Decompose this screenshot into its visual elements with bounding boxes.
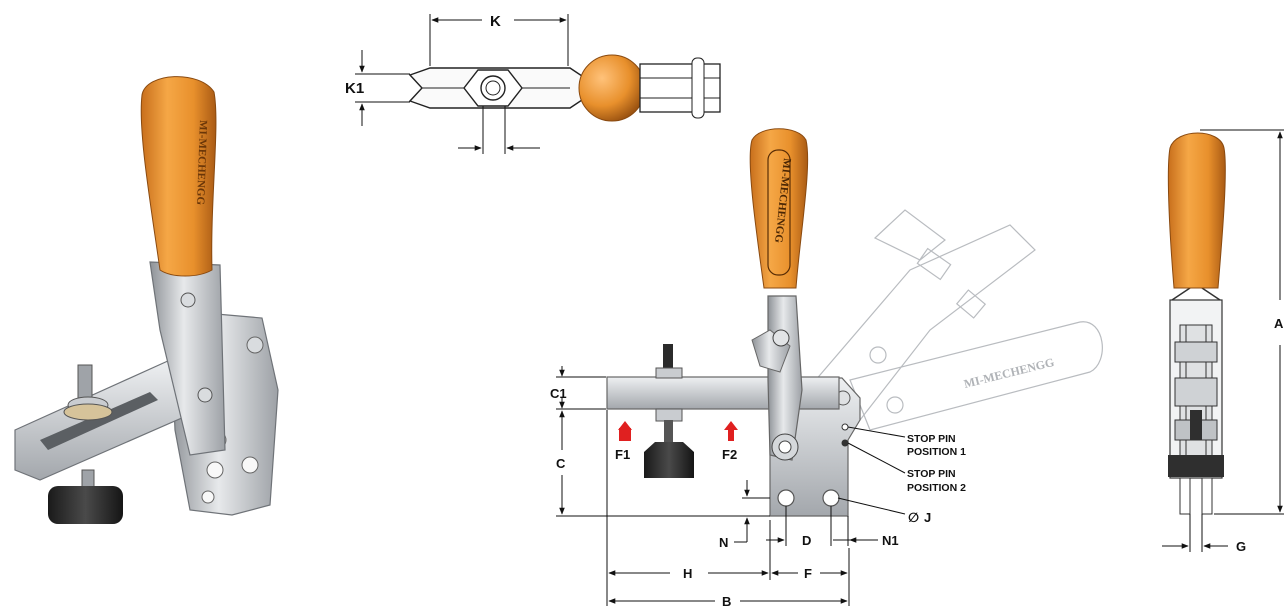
stop-pin-2-text: STOP PIN (907, 468, 956, 480)
side-view-clamp-arm (606, 376, 840, 410)
iso-base-hole (206, 461, 224, 479)
side-view-pivot (772, 329, 790, 347)
side-view-spindle-top (663, 344, 673, 376)
side-view-rubber-tip (644, 442, 694, 478)
dim-n-label: N (719, 535, 728, 550)
iso-base-hole (241, 456, 259, 474)
front-view-leg (1201, 477, 1213, 515)
side-view-open-position-ghost (789, 209, 1103, 431)
top-view-spindle-inner (485, 80, 501, 96)
dim-n1-label: N1 (882, 533, 899, 548)
stop-pin-1-text: POSITION 1 (907, 446, 966, 458)
dim-k1-label: K1 (345, 80, 364, 97)
force-label-f2: F2 (722, 447, 737, 462)
dim-j-label: J (924, 510, 931, 525)
side-view-spindle-bottom (664, 420, 673, 442)
stop-pin-2-hole (841, 439, 849, 447)
top-view: K K1 (345, 13, 721, 154)
side-view: MI-MECHENGG MI-MECHENGG F1 F2 (550, 128, 1103, 609)
side-view-orange-handle (749, 128, 809, 289)
stop-pin-1-hole (841, 423, 849, 431)
iso-base-rivet (246, 336, 264, 354)
top-view-pin (691, 57, 705, 119)
dim-f-label: F (804, 566, 812, 581)
dim-g-label: G (1236, 539, 1246, 554)
front-view-orange-handle (1167, 132, 1226, 289)
ghost-handle-brand: MI-MECHENGG (962, 355, 1055, 391)
dim-a-label: A (1274, 316, 1284, 331)
side-view-pivot-inner (778, 440, 792, 454)
side-view-spindle-nut (655, 408, 683, 422)
iso-pivot (197, 387, 213, 403)
force-arrow-f2 (724, 421, 738, 441)
dim-d-label: D (802, 533, 811, 548)
iso-rubber-tip (48, 486, 123, 524)
front-view-leg (1179, 477, 1191, 515)
front-view-dark-part (1168, 455, 1224, 477)
dim-j-symbol: ∅ (908, 510, 919, 525)
force-arrow-f1 (618, 421, 632, 441)
dim-k-label: K (490, 13, 501, 30)
front-view-pivot-block (1174, 377, 1218, 407)
stop-pin-2-text: POSITION 2 (907, 482, 966, 494)
stop-pin-1-text: STOP PIN (907, 433, 956, 445)
dim-h-label: H (683, 566, 692, 581)
side-view-spindle-nut (655, 367, 683, 379)
dim-c-label: C (556, 456, 566, 471)
force-label-f1: F1 (615, 447, 630, 462)
dim-b-label: B (722, 594, 731, 607)
isometric-product-view: MI-MECHENGG (14, 76, 279, 524)
dim-j-leader (837, 497, 906, 515)
stop-pin-2-leader (847, 442, 906, 474)
top-view-link (639, 63, 721, 113)
iso-orange-handle (140, 76, 217, 277)
side-view-base-hole (777, 489, 795, 507)
iso-handle-brand: MI-MECHENGG (194, 120, 209, 206)
top-view-handle-ball (578, 54, 646, 122)
iso-spindle-lower (81, 469, 95, 489)
front-view-pivot-block (1174, 341, 1218, 363)
iso-spindle-washer (63, 403, 113, 421)
iso-pivot (180, 292, 196, 308)
dim-c1-label: C1 (550, 386, 567, 401)
side-view-handle-label-plate (767, 149, 791, 276)
iso-arm-slot (40, 392, 158, 450)
stop-pin-1-leader (847, 426, 906, 438)
front-view-dark-part (1190, 410, 1202, 440)
side-view-base-hole (822, 489, 840, 507)
front-view: A G (1162, 129, 1284, 554)
iso-base-hole (201, 490, 215, 504)
